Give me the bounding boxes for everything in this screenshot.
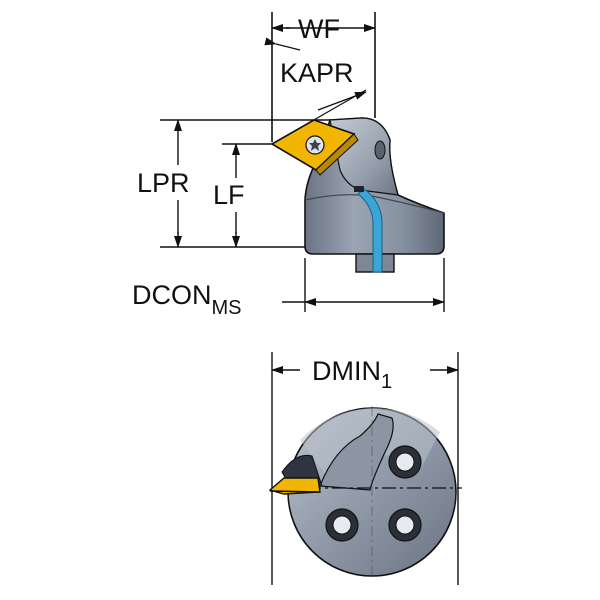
mounting-hole-icon	[388, 508, 422, 542]
insert-edge	[315, 133, 359, 176]
side-view: WF KAPR LPR LF DCONMS	[132, 12, 445, 319]
torx-screw-icon	[305, 135, 325, 155]
dcon-label-sub: MS	[212, 297, 242, 319]
insert-front	[268, 477, 321, 495]
dcon-label-main: DCON	[132, 280, 212, 310]
dmin-label: DMIN1	[312, 356, 392, 393]
front-view: DMIN1	[268, 352, 462, 585]
head-profile	[319, 413, 394, 491]
coolant-outlet	[354, 186, 364, 192]
lpr-label: LPR	[137, 168, 190, 198]
dmin-label-sub: 1	[381, 371, 392, 393]
lf-label: LF	[213, 180, 245, 210]
mounting-hole-icon	[388, 445, 422, 479]
clamp-hole	[374, 140, 386, 160]
coolant-channel	[357, 188, 383, 273]
dcon-label: DCONMS	[132, 280, 242, 319]
kapr-leader-1	[264, 37, 301, 51]
dmin-label-main: DMIN	[312, 356, 381, 386]
kapr-label: KAPR	[280, 58, 354, 88]
wf-label: WF	[298, 14, 340, 44]
insert-front-edge	[269, 490, 321, 493]
mounting-hole-icon	[325, 508, 359, 542]
